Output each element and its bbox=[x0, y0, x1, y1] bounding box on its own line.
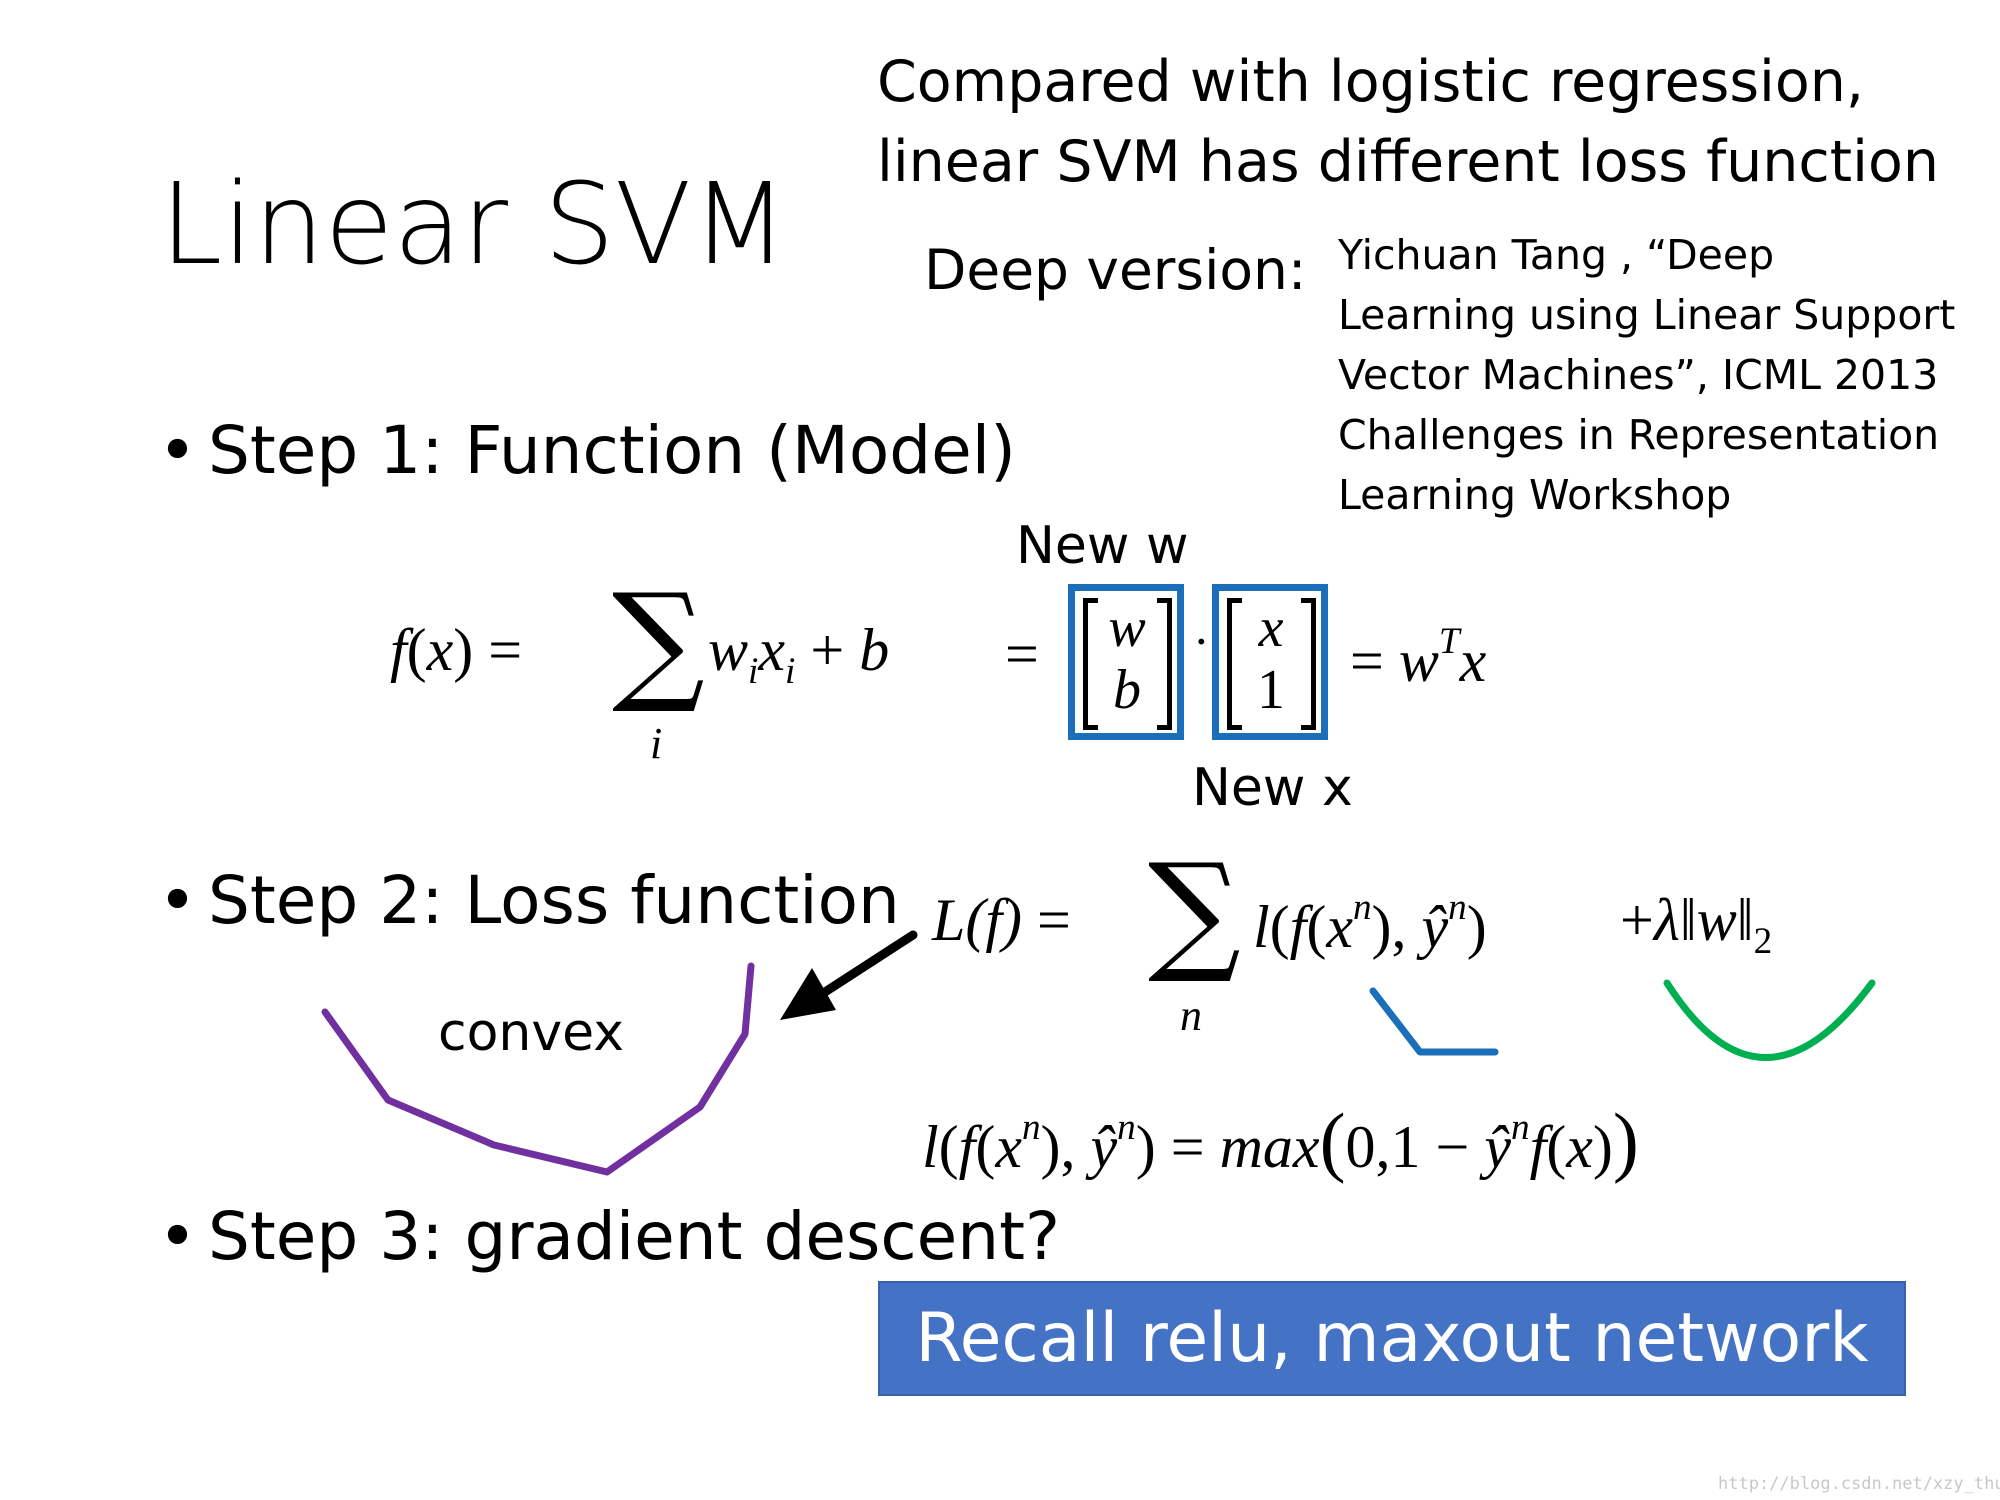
comparison-line-2: linear SVM has different loss function bbox=[877, 129, 1939, 195]
eq-symbol: + bbox=[1620, 887, 1654, 953]
eq-superscript: n bbox=[1117, 1107, 1136, 1149]
bracket-left bbox=[1227, 598, 1242, 730]
reference-line: Learning using Linear Support bbox=[1338, 291, 1956, 339]
step-2-bullet: •Step 2: Loss function bbox=[158, 862, 900, 939]
eq-symbol: ŷ bbox=[1421, 893, 1449, 960]
eq-symbol: x bbox=[426, 617, 454, 683]
eq-symbol: λ bbox=[1653, 887, 1680, 953]
new-w-box bbox=[1068, 584, 1184, 740]
bracket-left bbox=[1083, 598, 1098, 730]
eq-subscript: i bbox=[748, 651, 759, 693]
eq-symbol: = bbox=[1170, 1114, 1205, 1180]
eq-symbol: w bbox=[1696, 887, 1737, 953]
eq-symbol: ( bbox=[406, 617, 427, 683]
hinge-loss-equation: l(f(xn), ŷn) = max(0,1 − ŷnf(x)) bbox=[922, 1097, 1639, 1184]
eq-symbol: max bbox=[1219, 1114, 1320, 1180]
bracket-right bbox=[1301, 598, 1316, 730]
eq-symbol: x bbox=[1566, 1114, 1593, 1180]
eq-symbol: x bbox=[1326, 893, 1353, 960]
summation-symbol: ∑ bbox=[1148, 835, 1241, 987]
vector-one-entry: 1 bbox=[1257, 659, 1285, 721]
eq-symbol: L(f) bbox=[932, 887, 1022, 953]
eq-symbol: l bbox=[922, 1114, 939, 1180]
slide-title: Linear SVM bbox=[160, 160, 789, 290]
eq-symbol: x bbox=[995, 1114, 1022, 1180]
step-1-bullet: •Step 1: Function (Model) bbox=[158, 412, 1016, 489]
regularizer-parabola-sketch bbox=[1663, 979, 1876, 1061]
model-equation-rhs: = wTx bbox=[1350, 620, 1486, 696]
eq-symbol: = bbox=[1037, 887, 1071, 953]
reference-line: Yichuan Tang , “Deep bbox=[1338, 231, 1775, 279]
reference-line: Vector Machines”, ICML 2013 bbox=[1338, 351, 1939, 399]
eq-symbol: = bbox=[1005, 620, 1039, 689]
vector-x-entry: x bbox=[1258, 597, 1284, 659]
convex-curve-sketch bbox=[321, 962, 755, 1176]
eq-symbol: + bbox=[810, 617, 845, 683]
eq-superscript: n bbox=[1352, 887, 1372, 928]
deep-version-label: Deep version: bbox=[924, 238, 1307, 302]
eq-superscript: n bbox=[1448, 887, 1467, 928]
eq-symbol: b bbox=[859, 617, 890, 683]
bullet-dot: • bbox=[158, 412, 197, 489]
eq-symbol: l bbox=[1253, 893, 1270, 960]
eq-symbol: ŷ bbox=[1090, 1114, 1118, 1180]
eq-symbol: w bbox=[708, 617, 749, 683]
model-equation-lhs: f(x) = bbox=[390, 616, 522, 685]
bracket-right bbox=[1157, 598, 1172, 730]
step-2-text: Step 2: Loss function bbox=[208, 862, 900, 939]
deep-version-reference: Yichuan Tang , “Deep Learning using Line… bbox=[1338, 225, 1955, 525]
loss-equation-regularizer: +λ‖w‖2 bbox=[1620, 887, 1773, 963]
dot-product-symbol: · bbox=[1193, 613, 1210, 669]
comparison-note: Compared with logistic regression, linea… bbox=[877, 42, 1939, 202]
eq-symbol: x bbox=[758, 617, 786, 683]
new-w-label: New w bbox=[1016, 516, 1189, 576]
new-x-box bbox=[1212, 584, 1328, 740]
eq-symbol: ŷ bbox=[1484, 1114, 1512, 1180]
step-1-text: Step 1: Function (Model) bbox=[208, 412, 1016, 489]
comparison-line-1: Compared with logistic regression, bbox=[877, 49, 1865, 115]
eq-symbol: x bbox=[1459, 627, 1487, 694]
bullet-dot: • bbox=[158, 1198, 197, 1275]
eq-symbol: 0,1 − bbox=[1345, 1114, 1470, 1180]
eq-symbol: f bbox=[1529, 1114, 1547, 1180]
recall-banner: Recall relu, maxout network bbox=[878, 1281, 1906, 1396]
eq-symbol: w bbox=[1398, 627, 1439, 694]
hinge-loss-sketch bbox=[1369, 987, 1499, 1056]
step-3-bullet: •Step 3: gradient descent? bbox=[158, 1198, 1060, 1275]
summation-index: n bbox=[1180, 991, 1202, 1040]
summation-index: i bbox=[650, 719, 663, 768]
eq-symbol: f bbox=[958, 1114, 976, 1180]
watermark: http://blog.csdn.net/xzy_thu bbox=[1718, 1474, 2000, 1494]
vector-b-entry: b bbox=[1113, 659, 1141, 721]
convex-label: convex bbox=[438, 1003, 624, 1063]
new-x-label: New x bbox=[1192, 758, 1353, 818]
eq-symbol: ) bbox=[453, 617, 474, 683]
bullet-dot: • bbox=[158, 862, 197, 939]
loss-equation-lhs: L(f) = bbox=[932, 886, 1071, 955]
reference-line: Challenges in Representation bbox=[1338, 411, 1940, 459]
reference-line: Learning Workshop bbox=[1338, 471, 1732, 519]
eq-symbol: f bbox=[390, 617, 407, 683]
eq-symbol: = bbox=[1350, 627, 1384, 694]
eq-subscript: 2 bbox=[1753, 921, 1773, 963]
step-3-text: Step 3: gradient descent? bbox=[208, 1198, 1060, 1275]
eq-subscript: i bbox=[785, 651, 796, 693]
model-equation-sum-term: wixi + b bbox=[708, 616, 889, 693]
eq-symbol: = bbox=[488, 617, 523, 683]
eq-superscript: n bbox=[1511, 1107, 1530, 1149]
summation-symbol: ∑ bbox=[612, 565, 705, 717]
recall-banner-text: Recall relu, maxout network bbox=[915, 1299, 1869, 1378]
eq-symbol: = bbox=[1005, 621, 1039, 687]
eq-superscript: n bbox=[1021, 1107, 1041, 1149]
loss-equation-term: l(f(xn), ŷn) bbox=[1253, 887, 1487, 960]
vector-w-entry: w bbox=[1108, 597, 1146, 659]
eq-symbol: f bbox=[1289, 893, 1307, 960]
eq-superscript: T bbox=[1438, 621, 1460, 662]
pointer-arrow-head bbox=[780, 968, 836, 1020]
